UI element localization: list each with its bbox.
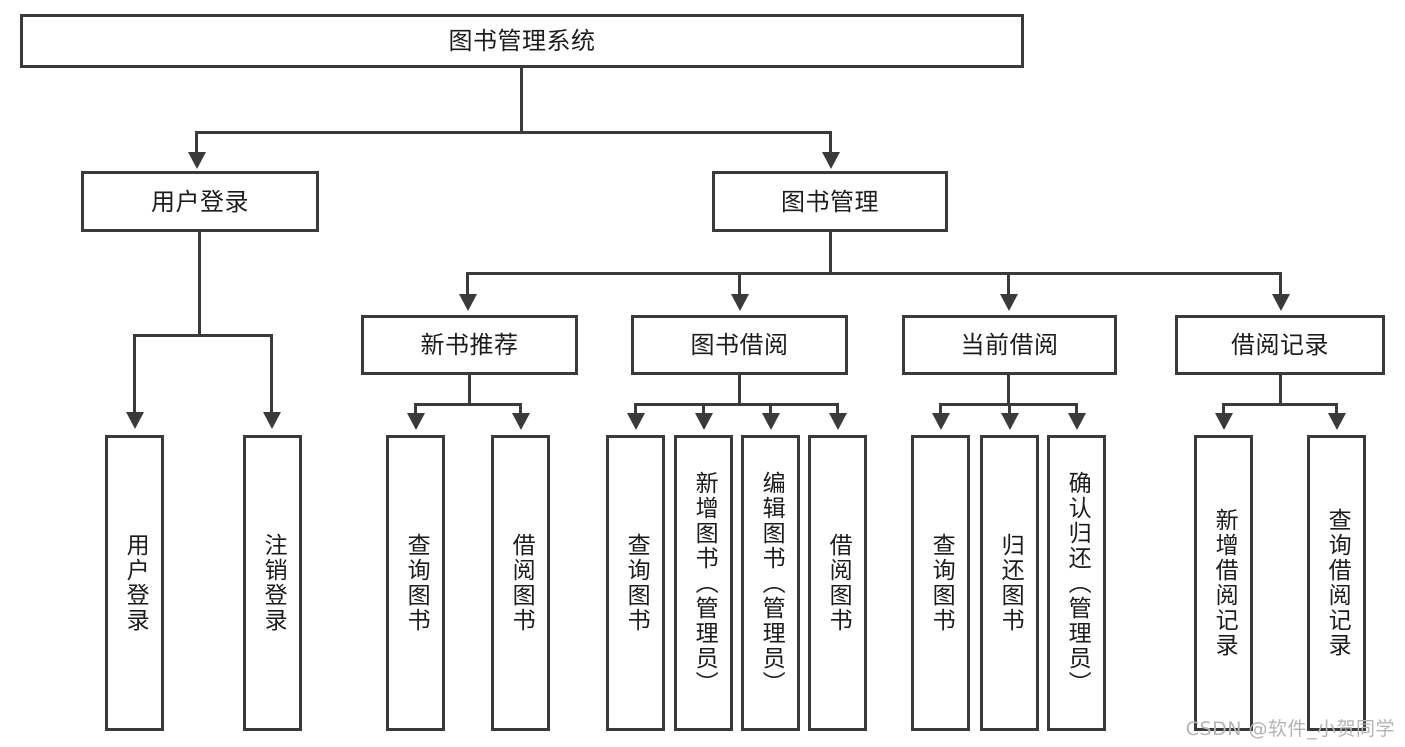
arrowhead-leaf-borrow-book-2 [829, 413, 847, 430]
node-leaf-confirm-return[interactable]: 确认归还（管理员） [1047, 435, 1106, 731]
node-leaf-query-record-label: 查询借阅记录 [1324, 508, 1351, 658]
node-leaf-borrow-book-2[interactable]: 借阅图书 [808, 435, 867, 731]
connector-bb-drop-3 [769, 403, 772, 415]
node-book-manage[interactable]: 图书管理 [712, 171, 948, 232]
connector-bm-drop-current-borrow [1007, 272, 1010, 296]
node-leaf-edit-book[interactable]: 编辑图书（管理员） [741, 435, 800, 731]
connector-user-login-drop-2 [270, 334, 273, 414]
connector-root-bus [195, 131, 832, 134]
node-leaf-user-login[interactable]: 用户登录 [105, 435, 164, 731]
connector-br-bus [1222, 403, 1338, 406]
node-leaf-logout[interactable]: 注销登录 [243, 435, 302, 731]
connector-book-manage-stem [829, 232, 832, 275]
node-leaf-return-book-label: 归还图书 [997, 533, 1024, 633]
node-leaf-add-record-label: 新增借阅记录 [1211, 508, 1238, 658]
connector-nbr-stem [468, 375, 471, 405]
arrowhead-user-login [188, 152, 206, 169]
node-leaf-query-record[interactable]: 查询借阅记录 [1307, 435, 1366, 731]
connector-br-drop-1 [1222, 403, 1225, 415]
connector-br-stem [1279, 375, 1282, 405]
node-new-book-recommend-label: 新书推荐 [420, 331, 519, 359]
node-leaf-edit-book-label: 编辑图书（管理员） [758, 470, 785, 696]
connector-bb-drop-2 [702, 403, 705, 415]
arrowhead-borrow-record [1272, 294, 1290, 311]
node-leaf-query-book-1[interactable]: 查询图书 [386, 435, 445, 731]
node-current-borrow-label: 当前借阅 [960, 331, 1059, 359]
node-user-login[interactable]: 用户登录 [81, 171, 319, 232]
node-current-borrow[interactable]: 当前借阅 [902, 315, 1117, 375]
arrowhead-leaf-user-login [126, 412, 144, 429]
node-leaf-add-book[interactable]: 新增图书（管理员） [674, 435, 733, 731]
node-root-label: 图书管理系统 [448, 27, 596, 55]
connector-user-login-bus [133, 334, 270, 337]
node-book-manage-label: 图书管理 [781, 187, 879, 216]
connector-br-drop-2 [1335, 403, 1338, 415]
arrowhead-leaf-add-book [695, 413, 713, 430]
node-new-book-recommend[interactable]: 新书推荐 [361, 315, 578, 375]
arrowhead-book-borrow [731, 294, 749, 311]
node-book-borrow-label: 图书借阅 [690, 331, 789, 359]
node-book-borrow[interactable]: 图书借阅 [631, 315, 848, 375]
node-leaf-logout-label: 注销登录 [260, 533, 287, 633]
arrowhead-leaf-borrow-book-1 [512, 413, 530, 430]
node-leaf-confirm-return-label: 确认归还（管理员） [1064, 470, 1091, 696]
node-leaf-query-book-3-label: 查询图书 [928, 533, 955, 633]
connector-nbr-bus [414, 403, 522, 406]
node-leaf-query-book-1-label: 查询图书 [403, 533, 430, 633]
arrowhead-leaf-confirm-return [1068, 413, 1086, 430]
node-leaf-query-book-3[interactable]: 查询图书 [911, 435, 970, 731]
arrowhead-leaf-query-book-2 [627, 413, 645, 430]
arrowhead-book-manage [822, 152, 840, 169]
arrowhead-leaf-return-book [1001, 413, 1019, 430]
connector-bb-drop-1 [634, 403, 637, 415]
arrowhead-leaf-logout [263, 412, 281, 429]
arrowhead-leaf-edit-book [762, 413, 780, 430]
node-leaf-query-book-2[interactable]: 查询图书 [606, 435, 665, 731]
node-root[interactable]: 图书管理系统 [20, 14, 1024, 68]
connector-root-to-user-login [195, 131, 198, 155]
connector-nbr-drop-2 [519, 403, 522, 415]
arrowhead-current-borrow [1000, 294, 1018, 311]
connector-bb-bus [634, 403, 839, 406]
connector-user-login-drop-1 [133, 334, 136, 414]
arrowhead-leaf-query-record [1328, 413, 1346, 430]
connector-bb-stem [738, 375, 741, 405]
connector-user-login-stem [198, 232, 201, 337]
arrowhead-new-book-recommend [459, 294, 477, 311]
node-leaf-borrow-book-1-label: 借阅图书 [508, 533, 535, 633]
connector-cb-drop-3 [1075, 403, 1078, 415]
connector-cb-drop-2 [1008, 403, 1011, 415]
connector-root-to-book-manage [829, 131, 832, 155]
arrowhead-leaf-query-book-1 [407, 413, 425, 430]
node-leaf-query-book-2-label: 查询图书 [623, 533, 650, 633]
connector-bm-drop-book-borrow [738, 272, 741, 296]
node-borrow-record-label: 借阅记录 [1231, 331, 1329, 359]
connector-bb-drop-4 [836, 403, 839, 415]
node-user-login-label: 用户登录 [151, 187, 249, 216]
node-leaf-borrow-book-1[interactable]: 借阅图书 [491, 435, 550, 731]
node-leaf-return-book[interactable]: 归还图书 [980, 435, 1039, 731]
connector-cb-drop-1 [939, 403, 942, 415]
connector-cb-stem [1007, 375, 1010, 405]
connector-bm-drop-borrow-record [1279, 272, 1282, 296]
node-leaf-borrow-book-2-label: 借阅图书 [825, 533, 852, 633]
node-leaf-user-login-label: 用户登录 [122, 533, 149, 633]
node-leaf-add-book-label: 新增图书（管理员） [691, 470, 718, 696]
connector-bm-drop-new-book [466, 272, 469, 296]
arrowhead-leaf-query-book-3 [932, 413, 950, 430]
connector-book-manage-bus [466, 272, 1282, 275]
node-leaf-add-record[interactable]: 新增借阅记录 [1194, 435, 1253, 731]
csdn-watermark: CSDN @软件_小贺同学 [1185, 718, 1395, 740]
node-borrow-record[interactable]: 借阅记录 [1175, 315, 1385, 375]
connector-root-stem [520, 68, 523, 133]
arrowhead-leaf-add-record [1215, 413, 1233, 430]
connector-nbr-drop-1 [414, 403, 417, 415]
